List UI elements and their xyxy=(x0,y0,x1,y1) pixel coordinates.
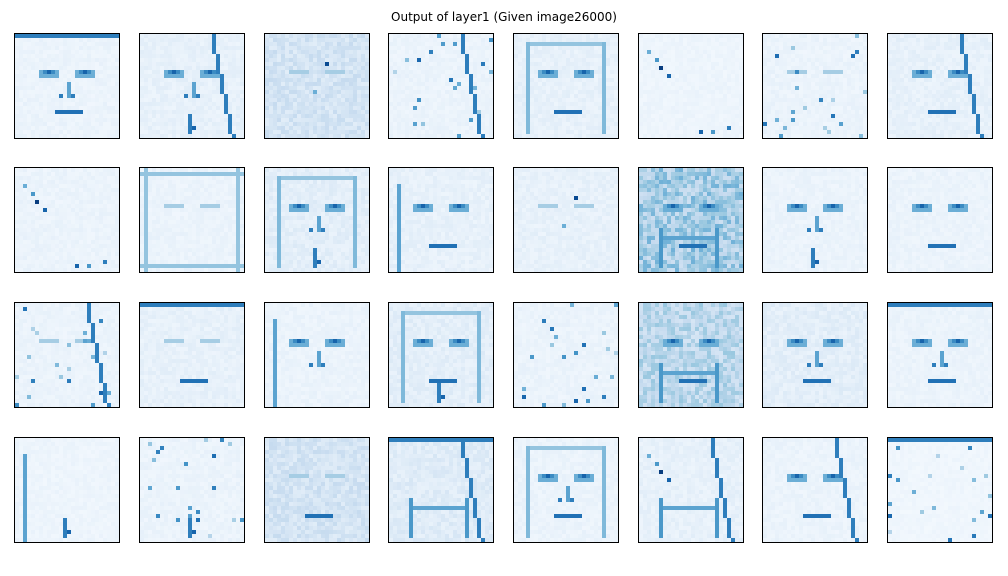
feature-map-image xyxy=(514,438,618,542)
feature-map-image xyxy=(389,303,493,407)
feature-map-9 xyxy=(14,167,120,273)
feature-map-image xyxy=(265,168,369,272)
feature-map-11 xyxy=(264,167,370,273)
feature-map-4 xyxy=(388,33,494,139)
feature-map-image xyxy=(514,34,618,138)
feature-map-3 xyxy=(264,33,370,139)
feature-map-image xyxy=(763,438,867,542)
feature-map-14 xyxy=(638,167,744,273)
feature-map-image xyxy=(140,34,244,138)
feature-map-2 xyxy=(139,33,245,139)
figure-title: Output of layer1 (Given image26000) xyxy=(391,10,617,24)
feature-map-image xyxy=(763,168,867,272)
feature-map-29 xyxy=(513,437,619,543)
feature-map-image xyxy=(639,168,743,272)
feature-map-image xyxy=(389,438,493,542)
feature-map-image xyxy=(265,34,369,138)
feature-map-24 xyxy=(887,302,993,408)
feature-map-6 xyxy=(638,33,744,139)
feature-map-13 xyxy=(513,167,619,273)
feature-map-18 xyxy=(139,302,245,408)
feature-map-19 xyxy=(264,302,370,408)
feature-map-image xyxy=(15,303,119,407)
feature-map-31 xyxy=(762,437,868,543)
feature-map-image xyxy=(15,438,119,542)
feature-map-26 xyxy=(139,437,245,543)
feature-map-22 xyxy=(638,302,744,408)
feature-map-image xyxy=(389,168,493,272)
feature-map-8 xyxy=(887,33,993,139)
feature-map-27 xyxy=(264,437,370,543)
feature-map-20 xyxy=(388,302,494,408)
feature-map-15 xyxy=(762,167,868,273)
feature-map-23 xyxy=(762,302,868,408)
feature-map-image xyxy=(888,303,992,407)
feature-map-image xyxy=(888,168,992,272)
feature-map-32 xyxy=(887,437,993,543)
feature-map-21 xyxy=(513,302,619,408)
feature-map-image xyxy=(888,438,992,542)
feature-map-16 xyxy=(887,167,993,273)
feature-map-image xyxy=(389,34,493,138)
feature-map-image xyxy=(265,303,369,407)
feature-map-28 xyxy=(388,437,494,543)
feature-map-image xyxy=(514,168,618,272)
feature-map-7 xyxy=(762,33,868,139)
feature-map-image xyxy=(15,168,119,272)
feature-map-image xyxy=(639,34,743,138)
feature-map-image xyxy=(140,438,244,542)
feature-map-image xyxy=(639,303,743,407)
feature-map-1 xyxy=(14,33,120,139)
feature-map-image xyxy=(763,34,867,138)
feature-map-17 xyxy=(14,302,120,408)
feature-map-5 xyxy=(513,33,619,139)
feature-map-image xyxy=(265,438,369,542)
feature-map-image xyxy=(763,303,867,407)
feature-map-30 xyxy=(638,437,744,543)
feature-map-image xyxy=(639,438,743,542)
feature-map-12 xyxy=(388,167,494,273)
feature-map-10 xyxy=(139,167,245,273)
feature-map-image xyxy=(140,168,244,272)
feature-map-image xyxy=(140,303,244,407)
feature-map-image xyxy=(514,303,618,407)
feature-map-image xyxy=(888,34,992,138)
feature-map-25 xyxy=(14,437,120,543)
feature-map-image xyxy=(15,34,119,138)
